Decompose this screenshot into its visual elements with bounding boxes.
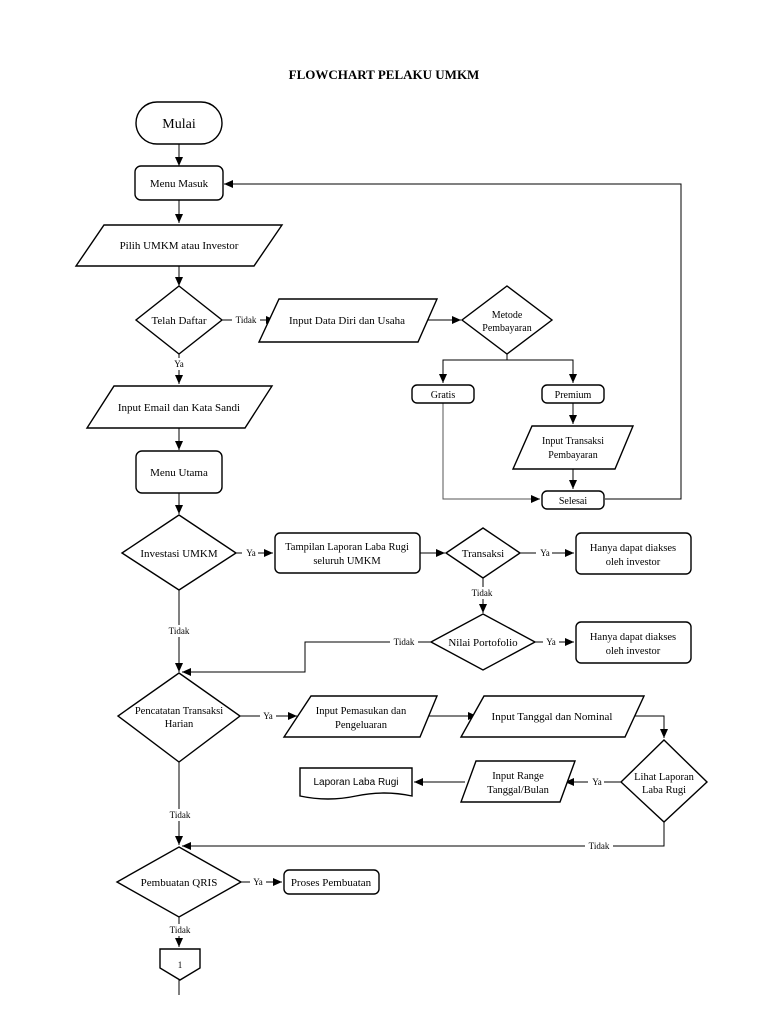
label-input-email: Input Email dan Kata Sandi bbox=[118, 402, 240, 414]
node-laporan-laba-rugi bbox=[299, 767, 413, 800]
edge-label-nilai-ya: Ya bbox=[546, 637, 556, 647]
label-tampilan-2: seluruh UMKM bbox=[313, 556, 381, 567]
node-pilih bbox=[74, 224, 284, 267]
node-transaksi bbox=[444, 527, 522, 579]
label-hanya1-2: oleh investor bbox=[606, 557, 661, 568]
edge-metode-gratis bbox=[439, 354, 508, 383]
label-gratis: Gratis bbox=[431, 390, 456, 401]
edge-label-telah-daftar-ya: Ya bbox=[174, 359, 184, 369]
edge-label-pencatatan-tidak: Tidak bbox=[170, 810, 191, 820]
edge-label-telah-daftar-tidak: Tidak bbox=[236, 315, 257, 325]
edge-label-transaksi-tidak: Tidak bbox=[472, 588, 493, 598]
label-input-transaksi-2: Pembayaran bbox=[548, 450, 597, 461]
node-nilai-portofolio bbox=[429, 613, 537, 671]
edge-lihat-qris bbox=[182, 822, 665, 850]
node-tampilan bbox=[274, 532, 421, 574]
label-premium: Premium bbox=[555, 390, 592, 401]
edge-selesai-menu-masuk bbox=[224, 180, 682, 500]
label-hanya1-1: Hanya dapat diakses bbox=[590, 543, 676, 554]
label-metode-2: Pembayaran bbox=[482, 323, 531, 334]
label-proses: Proses Pembuatan bbox=[291, 877, 372, 889]
label-pemasukan-2: Pengeluaran bbox=[335, 720, 388, 731]
node-mulai bbox=[135, 101, 223, 145]
label-nilai: Nilai Portofolio bbox=[448, 637, 518, 649]
edge-tanggal-lihat bbox=[632, 715, 668, 738]
label-mulai: Mulai bbox=[162, 117, 196, 132]
node-input-transaksi bbox=[511, 425, 635, 470]
edge-gratis-selesai bbox=[442, 403, 540, 503]
label-telah-daftar: Telah Daftar bbox=[151, 315, 206, 327]
label-input-data-diri: Input Data Diri dan Usaha bbox=[289, 315, 405, 327]
node-input-pemasukan bbox=[282, 695, 439, 738]
node-pembuatan-qris bbox=[115, 846, 243, 918]
label-menu-utama: Menu Utama bbox=[150, 467, 208, 479]
label-range-2: Tanggal/Bulan bbox=[487, 785, 549, 796]
edge-label-investasi-tidak: Tidak bbox=[169, 626, 190, 636]
edge-metode-premium bbox=[507, 359, 577, 383]
node-menu-masuk bbox=[134, 165, 224, 201]
edge-label-qris-ya: Ya bbox=[253, 877, 263, 887]
edge-nilai-pencatatan bbox=[182, 641, 431, 676]
node-menu-utama bbox=[135, 450, 223, 494]
node-selesai bbox=[541, 490, 605, 510]
node-proses-pembuatan bbox=[283, 869, 380, 895]
label-qris: Pembuatan QRIS bbox=[141, 877, 218, 889]
label-hanya2-1: Hanya dapat diakses bbox=[590, 632, 676, 643]
node-metode bbox=[460, 285, 554, 355]
label-connector: 1 bbox=[178, 960, 183, 970]
label-transaksi: Transaksi bbox=[462, 548, 504, 560]
label-pencatatan-2: Harian bbox=[165, 719, 194, 730]
node-input-email bbox=[85, 385, 274, 429]
label-metode-1: Metode bbox=[492, 310, 523, 321]
label-pilih: Pilih UMKM atau Investor bbox=[120, 240, 239, 252]
node-telah-daftar bbox=[134, 285, 224, 355]
edge-label-lihat-ya: Ya bbox=[592, 777, 602, 787]
page-title: FLOWCHART PELAKU UMKM bbox=[289, 67, 480, 82]
label-laporan: Laporan Laba Rugi bbox=[313, 777, 398, 788]
node-gratis bbox=[411, 384, 475, 404]
edge-label-nilai-tidak: Tidak bbox=[394, 637, 415, 647]
node-hanya-investor-1 bbox=[575, 532, 692, 575]
node-pencatatan bbox=[116, 672, 242, 763]
node-investasi bbox=[120, 514, 238, 591]
node-input-tanggal bbox=[459, 695, 646, 738]
label-pencatatan-1: Pencatatan Transaksi bbox=[135, 706, 223, 717]
label-menu-masuk: Menu Masuk bbox=[150, 178, 209, 190]
node-premium bbox=[541, 384, 605, 404]
edge-label-transaksi-ya: Ya bbox=[540, 548, 550, 558]
node-input-data-diri bbox=[257, 298, 439, 343]
node-off-page-connector bbox=[159, 948, 201, 981]
node-input-range bbox=[459, 760, 577, 803]
label-pemasukan-1: Input Pemasukan dan bbox=[316, 706, 407, 717]
label-selesai: Selesai bbox=[559, 496, 588, 507]
label-lihat-1: Lihat Laporan bbox=[634, 772, 695, 783]
label-input-transaksi-1: Input Transaksi bbox=[542, 436, 604, 447]
label-tampilan-1: Tampilan Laporan Laba Rugi bbox=[285, 542, 409, 553]
label-range-1: Input Range bbox=[492, 771, 544, 782]
label-investasi: Investasi UMKM bbox=[140, 548, 218, 560]
edge-label-pencatatan-ya: Ya bbox=[263, 711, 273, 721]
label-hanya2-2: oleh investor bbox=[606, 646, 661, 657]
edge-label-investasi-ya: Ya bbox=[246, 548, 256, 558]
node-hanya-investor-2 bbox=[575, 621, 692, 664]
edge-label-lihat-tidak: Tidak bbox=[589, 841, 610, 851]
node-lihat-laporan bbox=[619, 739, 709, 823]
edge-label-qris-tidak: Tidak bbox=[170, 925, 191, 935]
label-tanggal-nominal: Input Tanggal dan Nominal bbox=[492, 711, 613, 723]
label-lihat-2: Laba Rugi bbox=[642, 785, 686, 796]
